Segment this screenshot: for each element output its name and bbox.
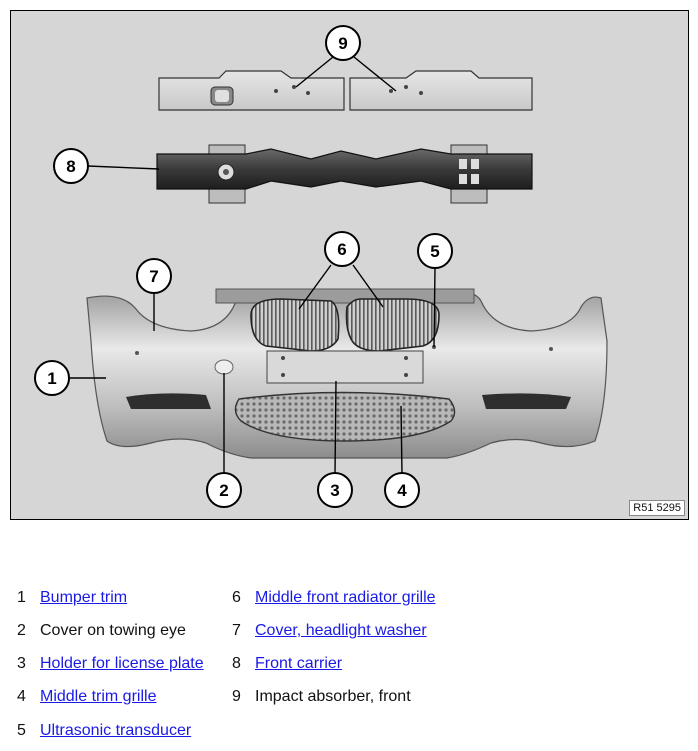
legend-link-radiator-grille[interactable]: Middle front radiator grille — [255, 589, 436, 606]
svg-text:3: 3 — [330, 481, 339, 500]
callout-4: 4 — [384, 472, 420, 508]
legend-number: 9 — [232, 688, 241, 705]
legend-number: 2 — [17, 622, 26, 639]
legend-link-front-carrier[interactable]: Front carrier — [255, 655, 343, 672]
svg-text:5: 5 — [430, 242, 439, 261]
legend-number: 4 — [17, 688, 26, 705]
callout-1: 1 — [34, 360, 70, 396]
callout-3: 3 — [317, 472, 353, 508]
legend-number: 7 — [232, 622, 241, 639]
svg-text:4: 4 — [397, 481, 407, 500]
impact-absorber-shape — [158, 70, 533, 111]
front-carrier-shape — [156, 144, 533, 204]
legend-number: 1 — [17, 589, 26, 606]
callout-7: 7 — [136, 258, 172, 294]
legend-link-ultrasonic-transducer[interactable]: Ultrasonic transducer — [40, 722, 192, 739]
exploded-view-illustration: 9 8 6 5 7 1 2 3 — [34, 25, 608, 508]
callout-8: 8 — [53, 148, 89, 184]
legend-link-middle-trim-grille[interactable]: Middle trim grille — [40, 688, 157, 705]
legend-number: 5 — [17, 722, 26, 739]
svg-text:1: 1 — [47, 369, 56, 388]
svg-text:7: 7 — [149, 267, 158, 286]
legend-link-bumper-trim[interactable]: Bumper trim — [40, 589, 128, 606]
callout-5: 5 — [417, 233, 453, 269]
svg-text:8: 8 — [66, 157, 75, 176]
legend-label-impact-absorber: Impact absorber, front — [255, 688, 411, 705]
parts-diagram: 9 8 6 5 7 1 2 3 — [10, 10, 689, 520]
svg-text:6: 6 — [337, 240, 346, 259]
callout-6: 6 — [324, 231, 360, 267]
legend-link-license-plate-holder[interactable]: Holder for license plate — [40, 655, 204, 672]
legend-link-headlight-washer-cover[interactable]: Cover, headlight washer — [255, 622, 427, 639]
legend-number: 3 — [17, 655, 26, 672]
callout-9: 9 — [325, 25, 361, 61]
legend-label-towing-eye-cover: Cover on towing eye — [40, 622, 186, 639]
figure-reference-code: R51 5295 — [629, 500, 685, 516]
svg-text:2: 2 — [219, 481, 228, 500]
callout-2: 2 — [206, 472, 242, 508]
svg-text:9: 9 — [338, 34, 347, 53]
bumper-trim-shape — [86, 288, 608, 459]
leader-lines — [69, 56, 436, 475]
legend-number: 8 — [232, 655, 241, 672]
legend-number: 6 — [232, 589, 241, 606]
